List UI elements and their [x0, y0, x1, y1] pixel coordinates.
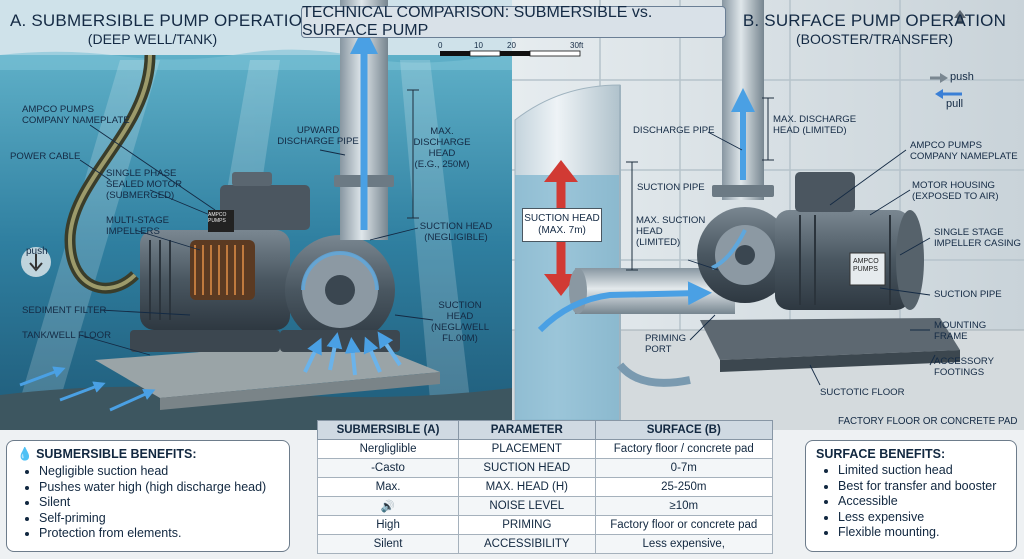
table-header-row: SUBMERSIBLE (A) PARAMETER SURFACE (B) [316, 420, 774, 440]
label-impeller-casing: SINGLE STAGE IMPELLER CASING [934, 227, 1021, 249]
label-suction-pipe-top: SUCTION PIPE [637, 182, 705, 193]
label-motor: SINGLE PHASE SEALED MOTOR (SUBMERGED) [106, 168, 183, 201]
table-row: Max.MAX. HEAD (H)25-250m [316, 477, 774, 497]
speaker-icon: 🔊 [380, 501, 396, 513]
legend-pull: pull [946, 98, 964, 110]
label-sediment-filter: SEDIMENT FILTER [22, 305, 107, 316]
scale-tick-0: 0 [438, 41, 443, 50]
list-item: Less expensive [838, 510, 1006, 526]
list-item: Silent [39, 495, 279, 511]
label-accessory-footings: ACCESSORY FOOTINGS [934, 356, 995, 378]
label-max-discharge-head-limited: MAX. DISCHARGE HEAD (LIMITED) [773, 114, 857, 136]
label-tank-well-floor: TANK/WELL FLOOR [22, 330, 112, 341]
header-submersible: SUBMERSIBLE (A) [316, 420, 460, 440]
right-subtitle: (BOOSTER/TRANSFER) [795, 31, 954, 47]
list-item: Limited suction head [838, 463, 1006, 479]
label-suction-pipe-right: SUCTION PIPE [934, 289, 1002, 300]
suction-head-box: SUCTION HEAD (MAX. 7m) [522, 208, 602, 242]
label-left-nameplate: AMPCO PUMPS COMPANY NAMEPLATE [22, 104, 130, 126]
label-right-nameplate: AMPCO PUMPS COMPANY NAMEPLATE [910, 140, 1018, 162]
label-max-discharge-head: MAX. DISCHARGE HEAD (e.g., 250m) [413, 126, 471, 170]
label-impellers: MULTI-STAGE IMPELLERS [106, 215, 170, 237]
label-mounting-frame: MOUNTING FRAME [934, 320, 987, 342]
label-power-cable: POWER CABLE [10, 151, 81, 162]
comparison-banner: TECHNICAL COMPARISON: SUBMERSIBLE vs. SU… [301, 4, 726, 39]
water-drop-icon: 💧 [17, 447, 33, 461]
comparison-table: SUBMERSIBLE (A) PARAMETER SURFACE (B) Ne… [316, 420, 774, 554]
label-motor-housing: MOTOR HOUSING (EXPOSED TO AIR) [912, 180, 999, 202]
label-priming-port: PRIMING PORT [645, 333, 687, 355]
list-item: Pushes water high (high discharge head) [39, 480, 279, 496]
label-suctotic-floor: SUCTOTIC FLOOR [820, 387, 905, 398]
diagram-illustration [0, 0, 1024, 430]
legend-push: push [950, 71, 974, 83]
label-suction-head-negligible: SUCTION HEAD (NEGLIGIBLE) [419, 221, 493, 243]
nameplate-left: AMPCO PUMPS [208, 212, 227, 224]
scale-tick-10: 10 [474, 41, 483, 50]
label-discharge-pipe: DISCHARGE PIPE [633, 125, 715, 136]
label-factory-floor: FACTORY FLOOR OR CONCRETE PAD [838, 416, 1018, 427]
surface-benefits-list: Limited suction head Best for transfer a… [816, 463, 1006, 541]
header-parameter: PARAMETER [458, 420, 596, 440]
label-upward-discharge-pipe: UPWARD DISCHARGE PIPE [277, 125, 359, 147]
right-title: B. SURFACE PUMP OPERATION [742, 11, 1007, 30]
list-item: Negligible suction head [39, 464, 279, 480]
scale-tick-20: 20 [507, 41, 516, 50]
list-item: Accessible [838, 494, 1006, 510]
label-suction-head-well: SUCTION HEAD (NEGL/WELL FL.00m) [430, 300, 490, 344]
submersible-benefits-panel: 💧 SUBMERSIBLE BENEFITS: Negligible sucti… [6, 440, 290, 552]
label-push-left: push [26, 246, 48, 257]
scale-tick-30: 30ft [570, 41, 584, 50]
nameplate-right: AMPCO PUMPS [853, 258, 879, 273]
table-row: 🔊NOISE LEVEL≥10m [316, 496, 774, 516]
surface-benefits-title: SURFACE BENEFITS: [816, 447, 946, 461]
list-item: Self-priming [39, 511, 279, 527]
list-item: Best for transfer and booster [838, 479, 1006, 495]
submersible-benefits-title: 💧 SUBMERSIBLE BENEFITS: [17, 447, 197, 461]
list-item: Protection from elements. [39, 526, 279, 542]
header-surface: SURFACE (B) [594, 420, 774, 440]
surface-benefits-panel: SURFACE BENEFITS: Limited suction head B… [805, 440, 1017, 552]
list-item: Flexible mounting. [838, 525, 1006, 541]
left-title: A. SUBMERSIBLE PUMP OPERATION [10, 11, 315, 30]
left-subtitle: (DEEP WELL/TANK) [87, 31, 218, 47]
label-max-suction-head: MAX. SUCTION HEAD (LIMITED) [636, 215, 706, 248]
submersible-benefits-list: Negligible suction head Pushes water hig… [17, 464, 279, 542]
